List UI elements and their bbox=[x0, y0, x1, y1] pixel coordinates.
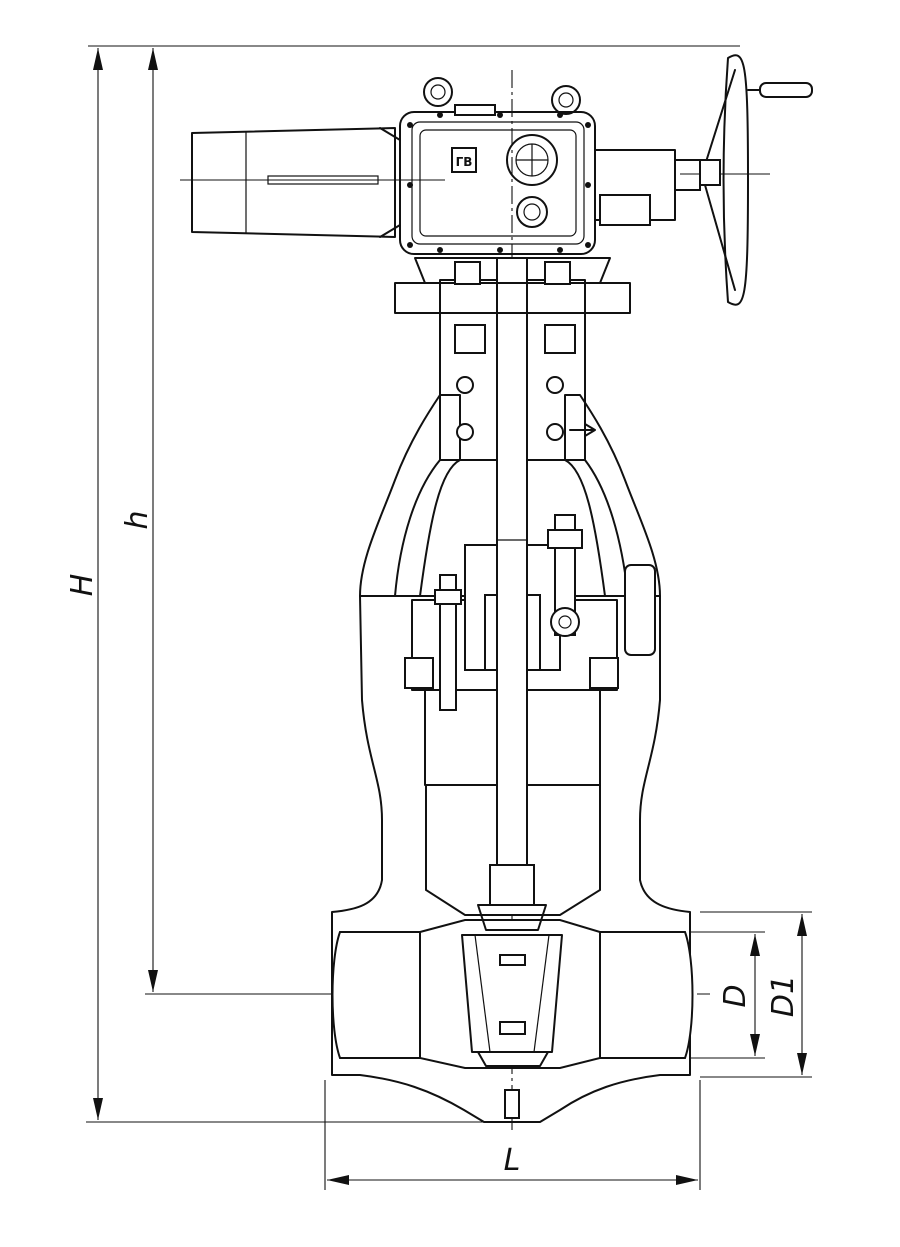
dimension-label-D1: D1 bbox=[766, 975, 801, 1017]
dimension-D: D bbox=[690, 931, 765, 1059]
electric-actuator: ГВ bbox=[180, 54, 813, 306]
dimension-L: L bbox=[324, 1080, 701, 1190]
yoke bbox=[359, 394, 661, 711]
dimension-D1: D1 bbox=[700, 911, 812, 1078]
bearing-housing bbox=[394, 257, 631, 461]
dimension-label-L: L bbox=[504, 1143, 521, 1178]
dimension-h: h bbox=[120, 48, 330, 995]
dimension-label-h: h bbox=[120, 510, 155, 529]
manufacturer-logo bbox=[451, 147, 477, 173]
dimension-label-D: D bbox=[718, 984, 753, 1007]
dimension-label-H: H bbox=[65, 574, 100, 597]
manufacturer-logo-text: ГВ bbox=[456, 155, 473, 169]
dimension-H: H bbox=[65, 45, 740, 1123]
